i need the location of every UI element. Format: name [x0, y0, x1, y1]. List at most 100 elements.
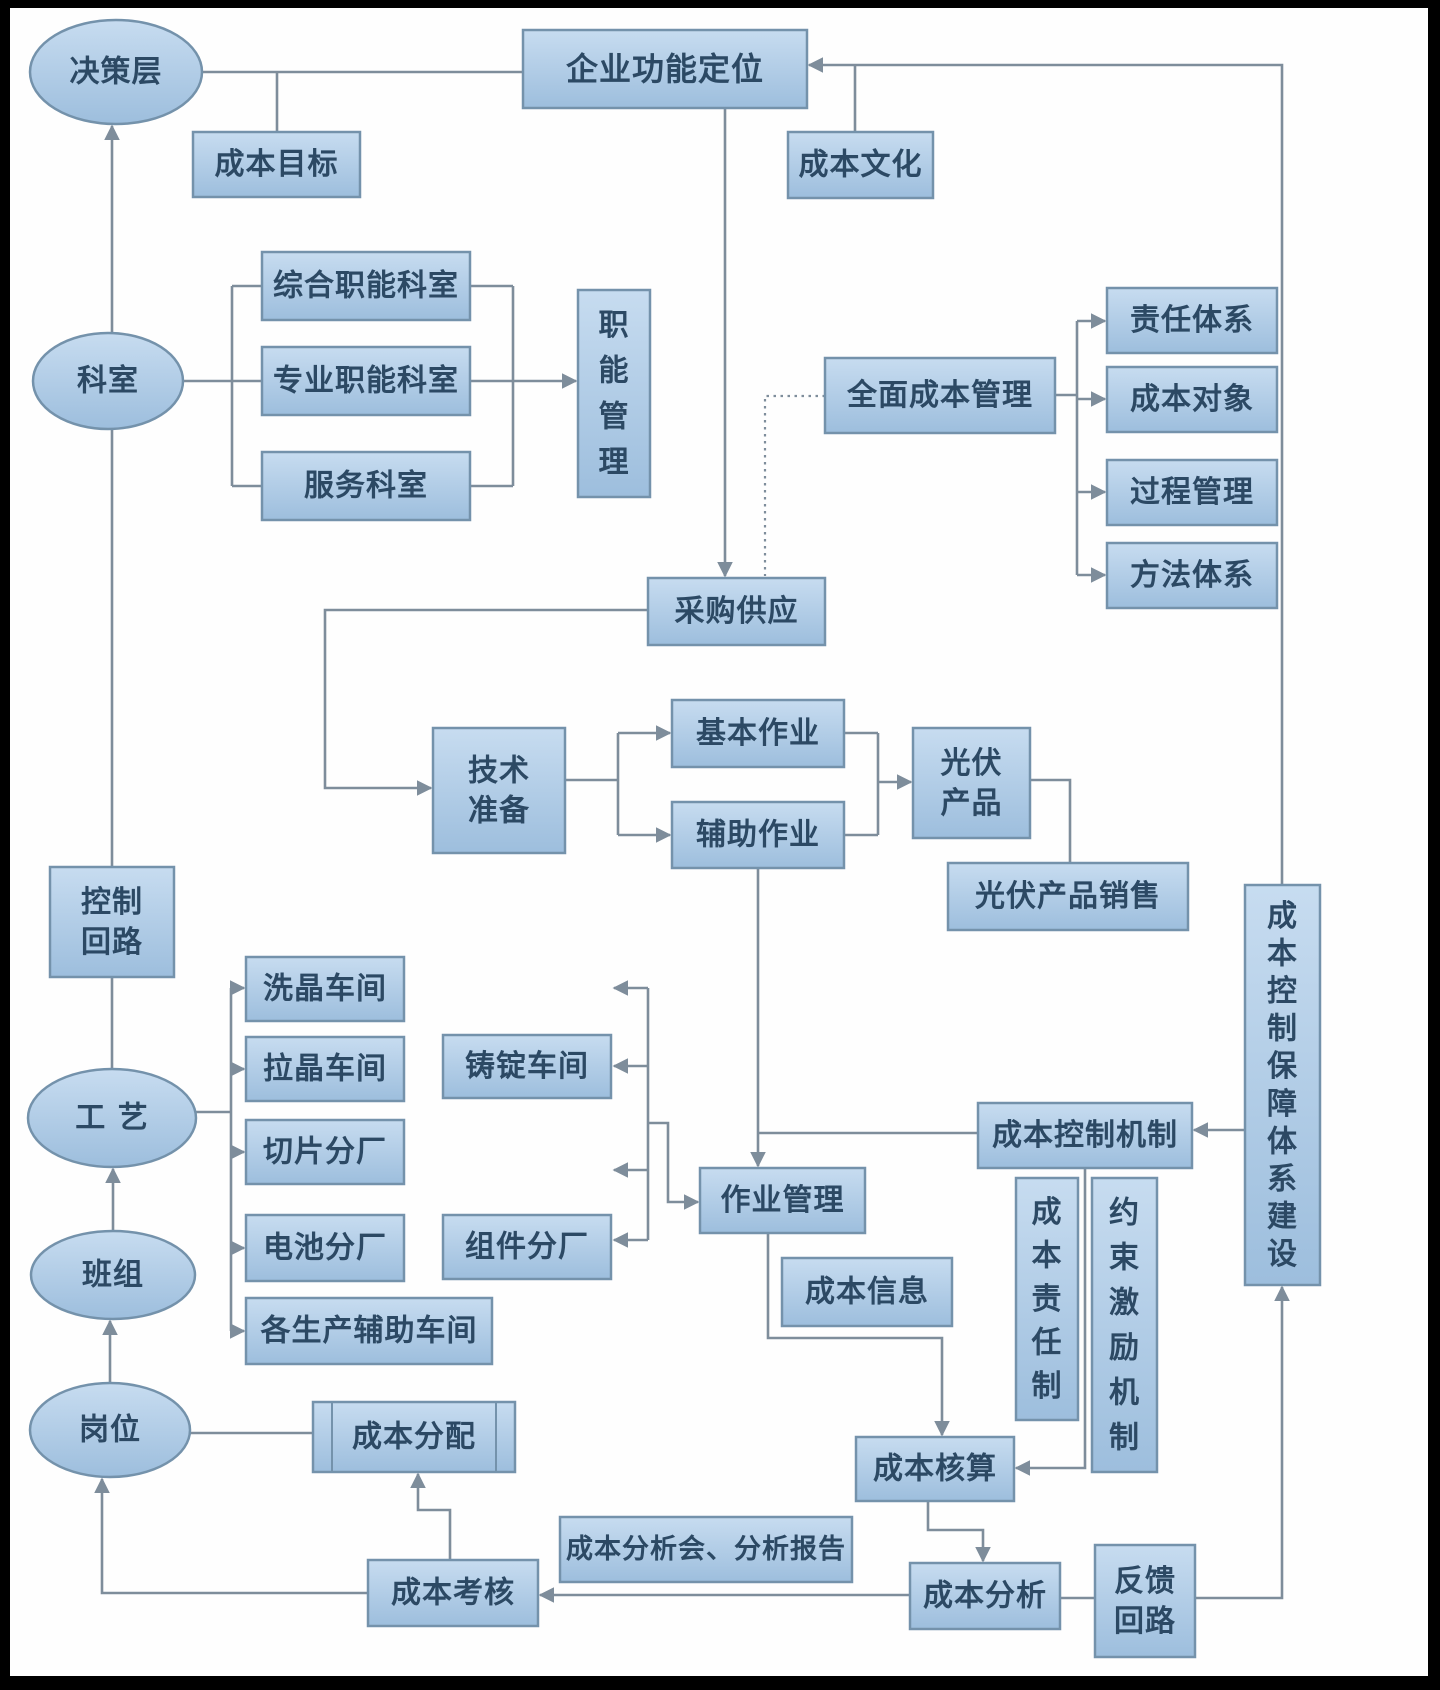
cost-assessment-box: 成本考核	[366, 1558, 540, 1628]
auxiliary-operation-box-shape	[670, 800, 846, 870]
auxiliary-production-workshops-box-shape	[244, 1296, 494, 1366]
cost-analysis-report-box-shape	[558, 1515, 854, 1584]
cost-accounting-box-shape	[854, 1435, 1016, 1503]
cost-culture-box-shape	[786, 130, 935, 200]
process-craft-ellipse: 工 艺	[26, 1067, 198, 1169]
constraint-incentive-mechanism-box-shape	[1090, 1176, 1159, 1474]
control-loop-box: 控制回路	[48, 865, 176, 979]
total-cost-management-box-shape	[823, 356, 1057, 435]
department-office-ellipse: 科室	[31, 331, 185, 431]
crystal-washing-workshop-box: 洗晶车间	[244, 955, 406, 1023]
slicing-branch-box-label: 切片分厂	[263, 1135, 387, 1170]
team-group-ellipse-label: 班组	[82, 1258, 144, 1293]
pv-product-box: 光伏产品	[911, 726, 1032, 840]
auxiliary-production-workshops-box: 各生产辅助车间	[244, 1296, 494, 1366]
auxiliary-operation-box-label: 辅助作业	[696, 818, 820, 853]
process-management-box-shape	[1105, 458, 1279, 527]
function-management-box-label: 职能管理	[599, 307, 630, 479]
cost-information-box-shape	[780, 1256, 954, 1328]
auxiliary-operation-box: 辅助作业	[670, 800, 846, 870]
slicing-branch-box-shape	[244, 1118, 406, 1186]
pv-product-box-shape	[911, 726, 1032, 840]
cost-control-mechanism-box-label: 成本控制机制	[992, 1118, 1178, 1153]
control-loop-box-shape	[48, 865, 176, 979]
process-craft-ellipse-shape	[26, 1067, 198, 1169]
total-cost-management-box-label: 全面成本管理	[846, 378, 1033, 413]
constraint-incentive-mechanism-box-label: 约束激励机制	[1109, 1195, 1140, 1455]
cost-target-box: 成本目标	[191, 130, 362, 199]
technical-preparation-box: 技术准备	[431, 726, 567, 855]
department-office-ellipse-label: 科室	[77, 364, 139, 399]
cost-analysis-box: 成本分析	[908, 1561, 1062, 1631]
method-system-box-label: 方法体系	[1130, 558, 1254, 593]
general-function-office-box-label: 综合职能科室	[273, 269, 459, 304]
method-system-box: 方法体系	[1105, 541, 1279, 610]
operation-mgmt-to-accounting-arrow	[766, 1233, 950, 1437]
auxiliary-production-workshops-box-label: 各生产辅助车间	[260, 1314, 478, 1349]
ingot-casting-workshop-box: 铸锭车间	[441, 1033, 613, 1100]
service-office-box-shape	[260, 450, 472, 522]
decision-layer-ellipse: 决策层	[28, 18, 204, 126]
general-function-office-box-shape	[260, 250, 472, 322]
spine-to-operation-mgmt-arrow	[648, 1121, 700, 1210]
assessment-to-allocation-arrow	[410, 1472, 452, 1560]
operation-management-box: 作业管理	[698, 1166, 867, 1235]
pv-product-box-label: 光伏产品	[941, 746, 1003, 821]
cost-assessment-box-shape	[366, 1558, 540, 1628]
post-position-ellipse: 岗位	[28, 1381, 192, 1479]
department-office-ellipse-shape	[31, 331, 185, 431]
process-management-box: 过程管理	[1105, 458, 1279, 527]
cost-control-guarantee-box-shape	[1243, 883, 1322, 1287]
method-system-box-shape	[1105, 541, 1279, 610]
cost-target-box-shape	[191, 130, 362, 199]
cost-allocation-box: 成本分配	[311, 1400, 517, 1474]
connector-layer	[94, 57, 1290, 1603]
assessment-to-post-arrow	[94, 1477, 368, 1595]
decision-layer-ellipse-label: 决策层	[70, 55, 163, 90]
technical-preparation-box-shape	[431, 726, 567, 855]
pv-product-sales-box: 光伏产品销售	[946, 861, 1190, 932]
cost-information-box-label: 成本信息	[805, 1275, 929, 1310]
tcm-to-procurement-dotted	[763, 394, 825, 576]
cost-culture-box-label: 成本文化	[799, 148, 923, 183]
professional-function-office-box: 专业职能科室	[260, 345, 472, 417]
basic-operation-box: 基本作业	[670, 698, 846, 769]
service-office-box: 服务科室	[260, 450, 472, 522]
responsibility-system-box: 责任体系	[1105, 286, 1279, 355]
cost-analysis-box-shape	[908, 1561, 1062, 1631]
procurement-supply-box: 采购供应	[646, 576, 827, 647]
pv-product-sales-box-shape	[946, 861, 1190, 932]
control-loop-box-label: 控制回路	[81, 885, 143, 960]
feedback-to-guarantee-arrow	[1195, 1285, 1290, 1600]
general-function-office-box: 综合职能科室	[260, 250, 472, 322]
procurement-supply-box-shape	[646, 576, 827, 647]
feedback-loop-box-label: 反馈回路	[1114, 1564, 1176, 1639]
basic-operation-box-label: 基本作业	[696, 716, 820, 751]
procurement-to-technical-arrow	[323, 608, 648, 796]
crystal-washing-workshop-box-label: 洗晶车间	[263, 972, 387, 1007]
team-group-ellipse-shape	[29, 1229, 197, 1321]
crystal-pulling-workshop-box-label: 拉晶车间	[263, 1052, 387, 1087]
mechanism-to-accounting-arrow	[1014, 1168, 1087, 1476]
cost-allocation-box-label: 成本分配	[352, 1420, 476, 1455]
cost-object-box-shape	[1105, 365, 1279, 434]
cost-information-box: 成本信息	[780, 1256, 954, 1328]
procurement-supply-box-label: 采购供应	[675, 594, 799, 629]
cost-culture-box: 成本文化	[786, 130, 935, 200]
enterprise-function-box-shape	[521, 28, 809, 110]
cost-analysis-box-label: 成本分析	[923, 1579, 1047, 1614]
technical-preparation-box-label: 技术准备	[468, 753, 530, 828]
professional-function-office-box-shape	[260, 345, 472, 417]
process-craft-ellipse-label: 工 艺	[75, 1101, 148, 1136]
cost-control-guarantee-box: 成本控制保障体系建设	[1243, 883, 1322, 1287]
post-position-ellipse-shape	[28, 1381, 192, 1479]
pv-product-sales-box-label: 光伏产品销售	[975, 879, 1161, 914]
decision-layer-ellipse-shape	[28, 18, 204, 126]
feedback-loop-box-shape	[1093, 1543, 1197, 1659]
crystal-pulling-workshop-box-shape	[244, 1035, 406, 1103]
professional-function-office-box-label: 专业职能科室	[273, 364, 459, 399]
cost-responsibility-system-box-shape	[1014, 1176, 1080, 1422]
ingot-casting-workshop-box-label: 铸锭车间	[465, 1049, 589, 1084]
